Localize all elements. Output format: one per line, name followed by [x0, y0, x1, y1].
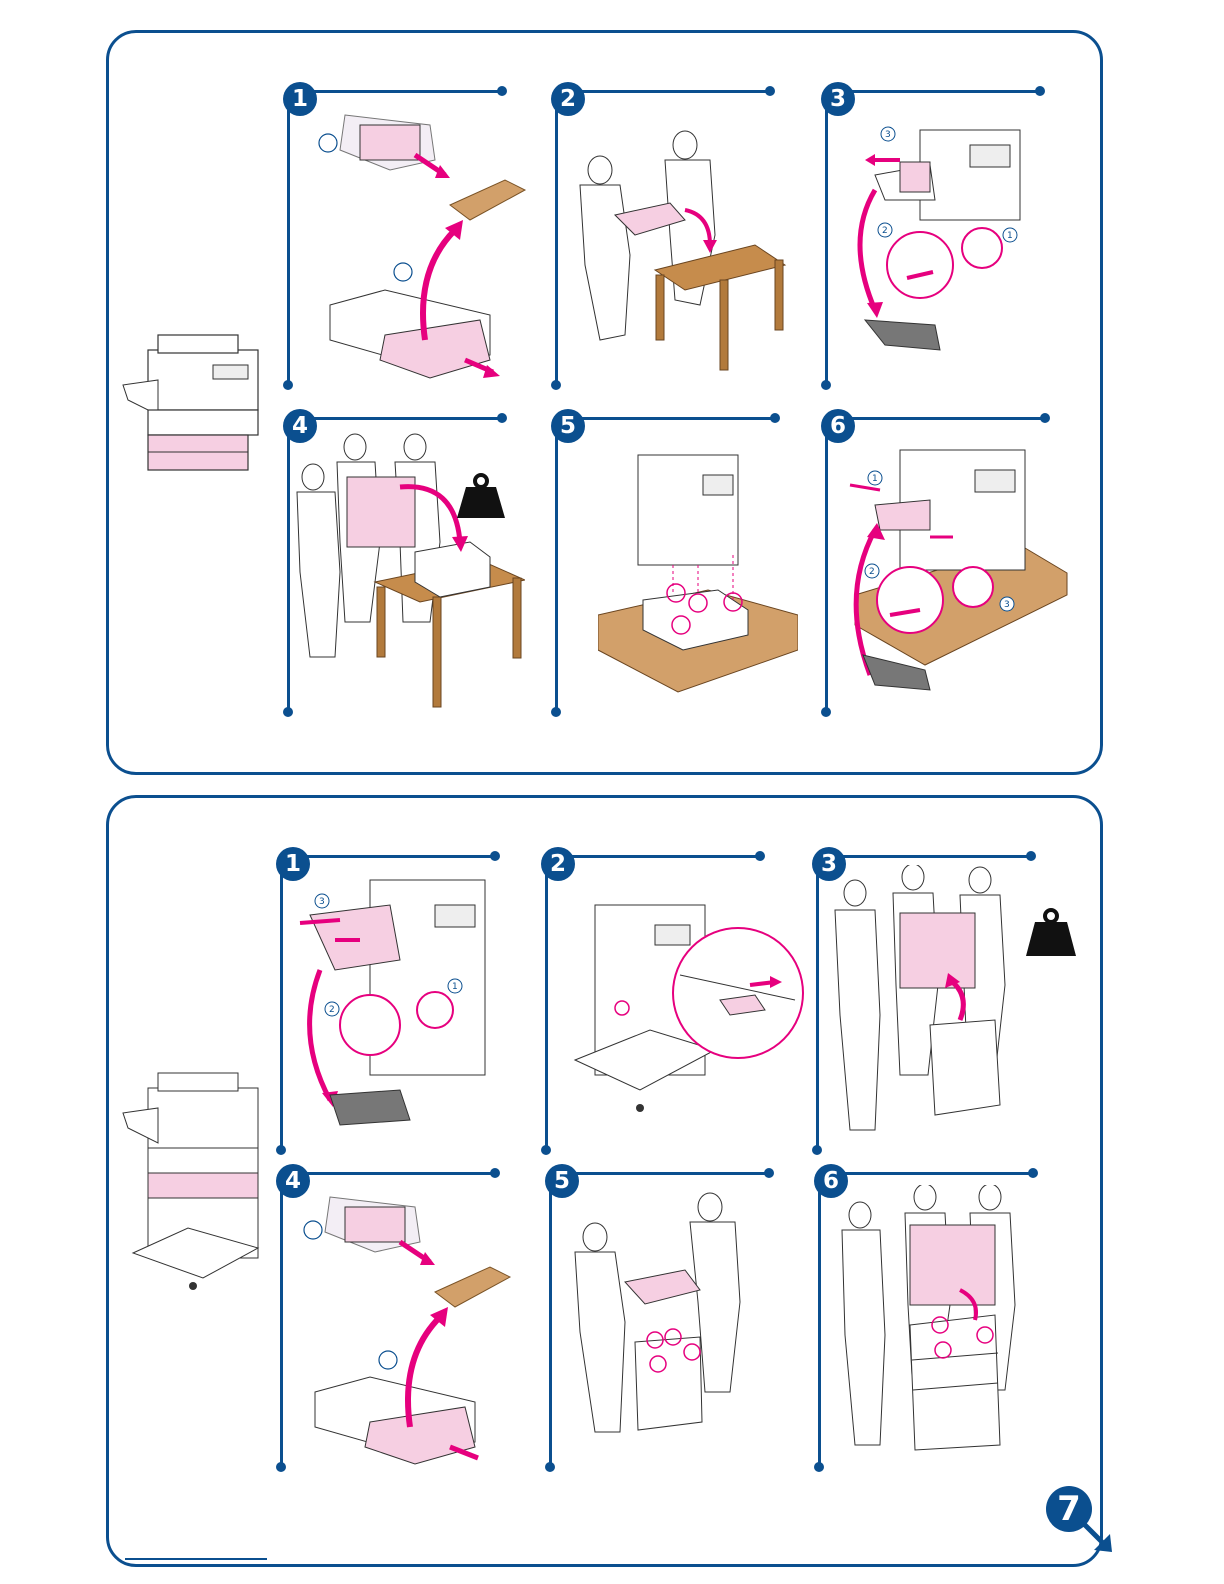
footer-divider: [125, 1558, 267, 1560]
remove-stapler-illustration: 3 2 1: [290, 875, 495, 1140]
svg-text:2: 2: [329, 1005, 335, 1015]
two-people-lift-tray-illustration: [570, 1192, 750, 1442]
three-people-lift-printer-illustration: [830, 865, 1030, 1140]
align-printer-on-tray-illustration: [598, 450, 798, 695]
step-number: 1: [283, 82, 317, 116]
two-people-lift-tray-illustration: [570, 125, 790, 375]
tray-unpack-illustration: [300, 1192, 515, 1467]
remove-stapler-illustration: 3 2 1: [845, 120, 1035, 365]
step-number: 6: [821, 409, 855, 443]
weight-icon: [456, 473, 506, 519]
tray-unpack-illustration: [315, 110, 530, 385]
overview-printer-illustration: [118, 330, 273, 480]
svg-text:3: 3: [319, 897, 325, 907]
svg-text:3: 3: [1004, 600, 1010, 610]
release-lock-lever-illustration: [570, 900, 805, 1115]
svg-text:2: 2: [869, 567, 875, 577]
step-number: 3: [821, 82, 855, 116]
svg-text:2: 2: [882, 226, 888, 236]
reattach-stapler-illustration: 1 2 3: [845, 445, 1070, 705]
step-number: 2: [551, 82, 585, 116]
overview-printer-illustration: [118, 1068, 273, 1293]
svg-text:3: 3: [885, 130, 891, 140]
svg-text:1: 1: [452, 982, 458, 992]
lower-printer-onto-stack-illustration: [840, 1185, 1035, 1460]
step-number: 2: [541, 847, 575, 881]
weight-icon: [1025, 907, 1077, 957]
svg-text:1: 1: [1007, 231, 1013, 241]
arrow-down-right-icon: [1080, 1520, 1115, 1555]
step-number: 5: [551, 409, 585, 443]
svg-text:1: 1: [872, 474, 878, 484]
